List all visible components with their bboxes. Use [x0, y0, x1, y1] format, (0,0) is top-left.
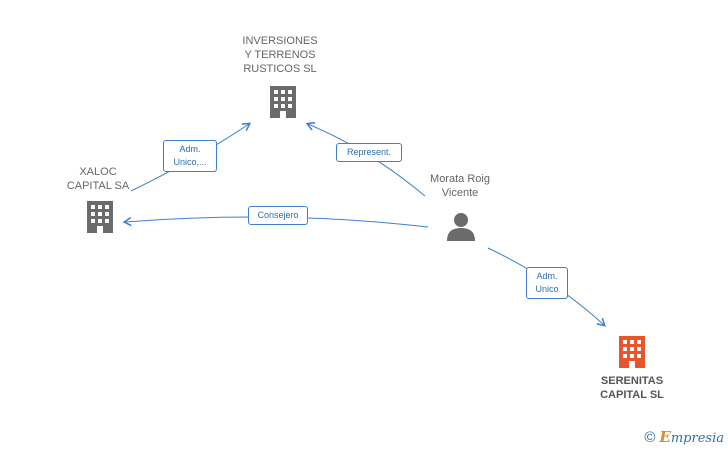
node-label-xaloc[interactable]: XALOC CAPITAL SA [48, 165, 148, 193]
building-icon[interactable] [84, 199, 116, 235]
node-label-inversiones[interactable]: INVERSIONES Y TERRENOS RUSTICOS SL [230, 34, 330, 76]
building-icon[interactable] [267, 84, 299, 120]
node-label-line: INVERSIONES [242, 35, 318, 47]
node-label-line: Morata Roig [430, 173, 490, 185]
node-label-line: XALOC [79, 166, 117, 178]
node-label-line: SERENITAS [600, 375, 664, 387]
edge-label-line: Unico,... [173, 157, 207, 167]
brand-name: mpresia [670, 431, 724, 446]
node-label-morata[interactable]: Morata Roig Vicente [410, 172, 510, 200]
node-label-line: Y TERRENOS [244, 49, 316, 61]
edge-label-adm-unico-xaloc[interactable]: Adm. Unico,... [163, 140, 217, 172]
building-icon[interactable] [616, 334, 648, 370]
brand-initial: E [659, 428, 671, 446]
node-label-line: CAPITAL SL [600, 389, 664, 401]
edge-label-adm-unico-serenitas[interactable]: Adm. Unico [526, 267, 568, 299]
node-label-line: Vicente [441, 187, 479, 199]
node-label-line: CAPITAL SA [66, 180, 130, 192]
edge-label-line: Adm. [536, 271, 558, 281]
edge-label-line: Adm. [179, 144, 201, 154]
edge-label-line: Unico [535, 284, 559, 294]
edge-label-line: Represent. [346, 147, 392, 157]
brand-footer[interactable]: © Empresia [644, 428, 724, 446]
copyright-icon: © [644, 428, 656, 446]
edge-label-represent[interactable]: Represent. [336, 143, 402, 162]
edge-label-consejero[interactable]: Consejero [248, 206, 308, 225]
edge-label-line: Consejero [257, 210, 299, 220]
person-icon[interactable] [445, 210, 477, 242]
empresia-logo: Empresia [659, 428, 724, 446]
node-label-serenitas[interactable]: SERENITAS CAPITAL SL [580, 374, 684, 402]
node-label-line: RUSTICOS SL [243, 63, 317, 75]
